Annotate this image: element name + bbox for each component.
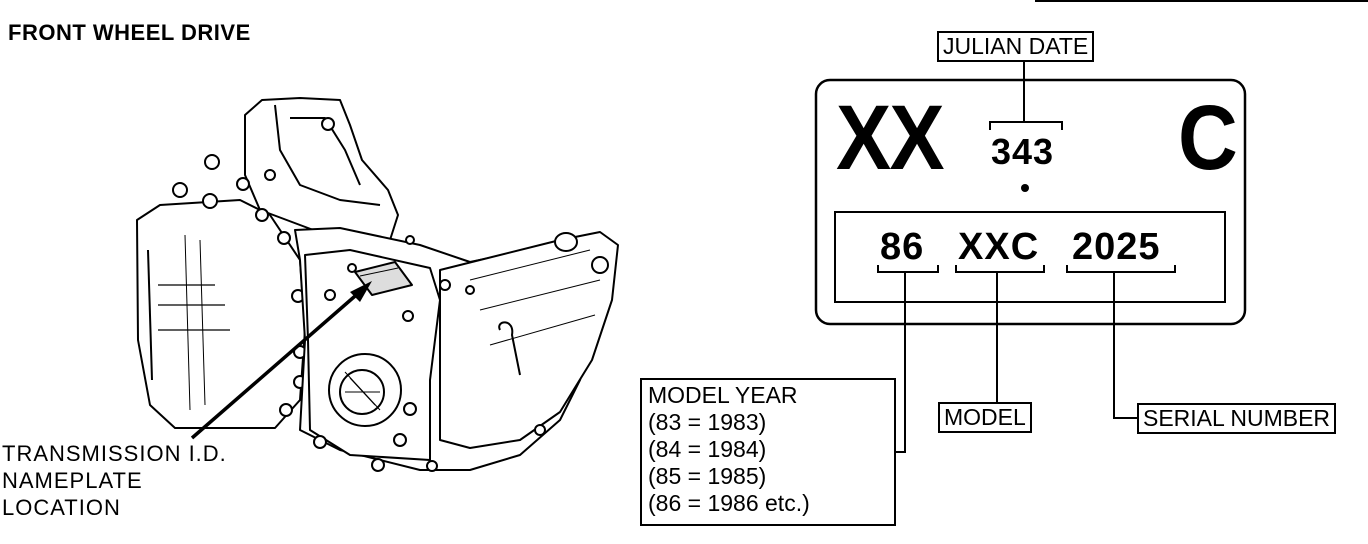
- julian-number: 343: [991, 131, 1055, 172]
- model-year-line: (86 = 1986 etc.): [648, 490, 810, 516]
- nameplate-code-panel: [834, 211, 1226, 303]
- model-label: MODEL: [938, 402, 1032, 433]
- serial-number-label: SERIAL NUMBER: [1137, 403, 1337, 434]
- nameplate-outline: [814, 78, 1247, 326]
- serial-code: 2025: [1072, 226, 1161, 268]
- model-year-code: 86: [880, 226, 925, 268]
- model-code: XXC: [958, 226, 1040, 268]
- page-title: FRONT WHEEL DRIVE: [8, 20, 251, 45]
- julian-date-label: JULIAN DATE: [937, 31, 1095, 62]
- nameplate-suffix: C: [1178, 87, 1238, 189]
- transmission-illustration: [136, 97, 619, 472]
- nameplate-location-line: LOCATION: [2, 495, 121, 520]
- model-year-legend: MODEL YEAR (83 = 1983) (84 = 1984) (85 =…: [640, 378, 896, 526]
- id-location-arrow: [190, 281, 372, 440]
- nameplate-location-line: TRANSMISSION I.D.: [2, 441, 227, 466]
- code-underlines: [877, 265, 1176, 273]
- julian-date-leader: [989, 60, 1063, 130]
- nameplate-location-label: TRANSMISSION I.D. NAMEPLATE LOCATION: [2, 440, 227, 521]
- nameplate-dot: [1021, 184, 1029, 192]
- nameplate-prefix: XX: [836, 87, 945, 189]
- model-year-line: (85 = 1985): [648, 463, 767, 489]
- nameplate-location-line: NAMEPLATE: [2, 468, 143, 493]
- model-year-line: (83 = 1983): [648, 409, 767, 435]
- model-year-title: MODEL YEAR: [648, 382, 798, 408]
- model-year-line: (84 = 1984): [648, 436, 767, 462]
